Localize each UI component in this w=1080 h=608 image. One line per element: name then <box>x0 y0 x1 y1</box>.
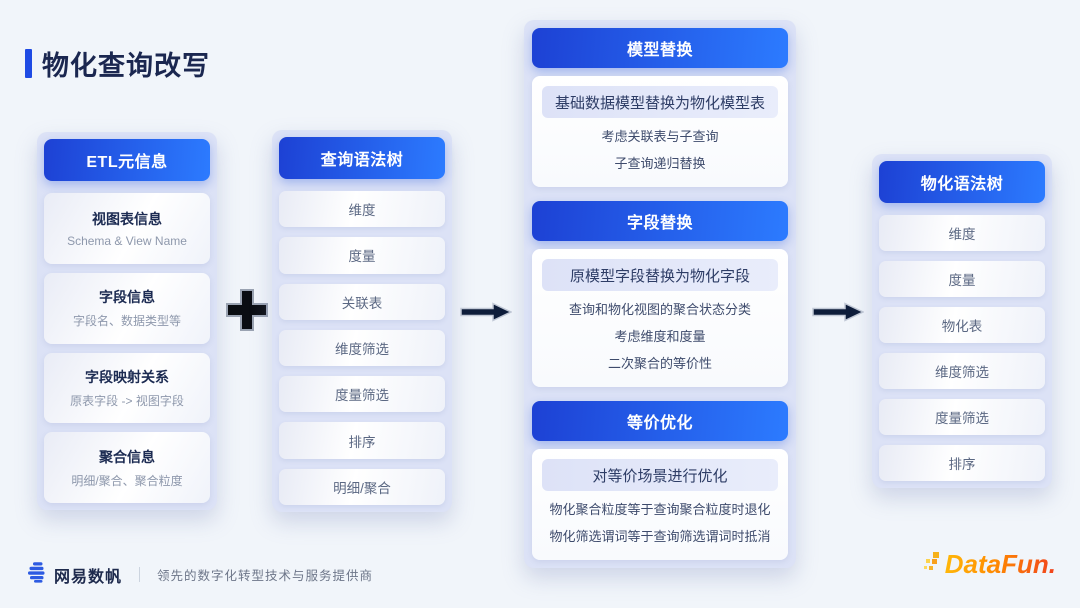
footer-brand-text: 网易数帆 <box>54 568 123 586</box>
panel-query-header: 查询语法树 <box>279 137 445 179</box>
rewrite-section-card: 基础数据模型替换为物化模型表 考虑关联表与子查询 子查询递归替换 <box>532 76 788 187</box>
rewrite-highlight-box: 对等价场景进行优化 <box>542 459 778 491</box>
mat-item-materialized-table: 物化表 <box>879 307 1045 343</box>
rewrite-detail-line: 考虑关联表与子查询 <box>601 129 719 144</box>
datafun-pixel-icon <box>923 549 943 582</box>
mat-item-measure-filter: 度量筛选 <box>879 399 1045 435</box>
etl-card-title: 视图表信息 <box>92 210 162 227</box>
title-accent-bar <box>25 49 32 78</box>
query-item-measure-filter: 度量筛选 <box>279 376 445 413</box>
rewrite-section-equivalence-opt: 等价优化 对等价场景进行优化 物化聚合粒度等于查询聚合粒度时退化 物化筛选谓词等… <box>532 401 788 560</box>
query-item-join-table: 关联表 <box>279 283 445 320</box>
footer: 网易数帆 ｜ 领先的数字化转型技术与服务提供商 <box>26 561 373 588</box>
mat-item-dimension: 维度 <box>879 215 1045 251</box>
query-item-measure: 度量 <box>279 237 445 274</box>
mat-item-sort: 排序 <box>879 445 1045 481</box>
etl-card-title: 字段映射关系 <box>85 368 169 385</box>
etl-card-view-info: 视图表信息 Schema & View Name <box>44 193 210 264</box>
rewrite-section-model-replace: 模型替换 基础数据模型替换为物化模型表 考虑关联表与子查询 子查询递归替换 <box>532 28 788 187</box>
footer-tagline: 领先的数字化转型技术与服务提供商 <box>157 569 374 583</box>
rewrite-section-card: 对等价场景进行优化 物化聚合粒度等于查询聚合粒度时退化 物化筛选谓词等于查询筛选… <box>532 449 788 560</box>
rewrite-detail-line: 二次聚合的等价性 <box>607 356 712 371</box>
mat-item-dimension-filter: 维度筛选 <box>879 353 1045 389</box>
rewrite-section-header: 等价优化 <box>532 401 788 441</box>
etl-card-subtitle: 字段名、数据类型等 <box>72 314 181 329</box>
netease-shufan-logo-icon <box>26 561 47 588</box>
rewrite-highlight-box: 原模型字段替换为物化字段 <box>542 259 778 291</box>
panel-materialized-header: 物化语法树 <box>879 161 1045 203</box>
rewrite-detail-line: 查询和物化视图的聚合状态分类 <box>568 302 751 317</box>
panel-query-syntax-tree: 查询语法树 维度 度量 关联表 维度筛选 度量筛选 排序 明细/聚合 <box>272 130 452 512</box>
rewrite-section-header: 模型替换 <box>532 28 788 68</box>
rewrite-section-field-replace: 字段替换 原模型字段替换为物化字段 查询和物化视图的聚合状态分类 考虑维度和度量… <box>532 201 788 387</box>
etl-card-title: 聚合信息 <box>99 448 155 465</box>
datafun-logo: DataFun. <box>923 549 1056 582</box>
query-item-sort: 排序 <box>279 422 445 459</box>
right-arrow-icon <box>812 301 865 328</box>
rewrite-detail-line: 物化筛选谓词等于查询筛选谓词时抵消 <box>549 529 771 544</box>
panel-etl-cards: 视图表信息 Schema & View Name 字段信息 字段名、数据类型等 … <box>44 193 210 503</box>
page-title: 物化查询改写 <box>25 44 210 83</box>
etl-card-subtitle: Schema & View Name <box>67 233 187 248</box>
footer-divider: ｜ <box>132 567 148 584</box>
rewrite-section-header: 字段替换 <box>532 201 788 241</box>
rewrite-detail-line: 考虑维度和度量 <box>614 329 706 344</box>
etl-card-aggregation-info: 聚合信息 明细/聚合、聚合粒度 <box>44 432 210 503</box>
query-item-dimension-filter: 维度筛选 <box>279 329 445 367</box>
right-arrow-icon <box>460 301 513 328</box>
rewrite-highlight-box: 基础数据模型替换为物化模型表 <box>542 86 778 118</box>
etl-card-subtitle: 原表字段 -> 视图字段 <box>70 393 184 408</box>
page-title-text: 物化查询改写 <box>42 51 210 81</box>
rewrite-detail-line: 物化聚合粒度等于查询聚合粒度时退化 <box>549 502 771 517</box>
query-item-detail-aggregate: 明细/聚合 <box>279 468 445 505</box>
query-tree-items: 维度 度量 关联表 维度筛选 度量筛选 排序 明细/聚合 <box>279 191 445 505</box>
materialized-tree-items: 维度 度量 物化表 维度筛选 度量筛选 排序 <box>879 215 1045 481</box>
panel-etl-header: ETL元信息 <box>44 139 210 181</box>
panel-etl-meta: ETL元信息 视图表信息 Schema & View Name 字段信息 字段名… <box>37 132 217 510</box>
etl-card-field-mapping: 字段映射关系 原表字段 -> 视图字段 <box>44 352 210 424</box>
datafun-logo-text: DataFun. <box>944 549 1056 579</box>
panel-rewrite-pipeline: 模型替换 基础数据模型替换为物化模型表 考虑关联表与子查询 子查询递归替换 字段… <box>524 20 796 568</box>
panel-materialized-syntax-tree: 物化语法树 维度 度量 物化表 维度筛选 度量筛选 排序 <box>872 154 1052 488</box>
query-item-dimension: 维度 <box>279 191 445 228</box>
etl-card-field-info: 字段信息 字段名、数据类型等 <box>44 272 210 344</box>
plus-operator-icon <box>224 287 270 338</box>
mat-item-measure: 度量 <box>879 261 1045 297</box>
etl-card-subtitle: 明细/聚合、聚合粒度 <box>71 473 183 488</box>
rewrite-detail-line: 子查询递归替换 <box>614 156 706 171</box>
etl-card-title: 字段信息 <box>99 289 155 306</box>
rewrite-section-card: 原模型字段替换为物化字段 查询和物化视图的聚合状态分类 考虑维度和度量 二次聚合… <box>532 249 788 387</box>
